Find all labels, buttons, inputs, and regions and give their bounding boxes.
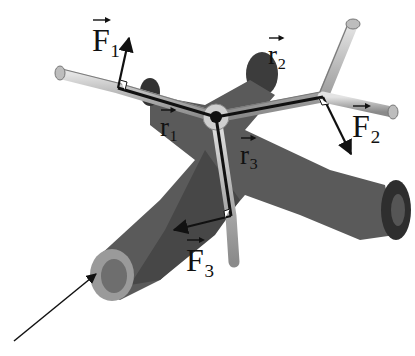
vector-arrow-head bbox=[279, 35, 285, 41]
vector-arrow-head bbox=[199, 237, 205, 243]
vector-arrow-head bbox=[171, 107, 177, 113]
vector-label: r₂ bbox=[268, 34, 286, 69]
wheel bbox=[381, 180, 411, 240]
vector-arrow bbox=[161, 106, 179, 114]
hose-inlet bbox=[90, 249, 134, 301]
vector-arrow-head bbox=[105, 17, 111, 23]
vector-label: F₃ bbox=[186, 236, 215, 276]
wheel-hub bbox=[391, 194, 405, 226]
vector-arrow-head bbox=[251, 135, 257, 141]
vector-label: F₁ bbox=[92, 16, 121, 56]
nozzle bbox=[346, 19, 360, 29]
right-angle-marks bbox=[120, 80, 329, 218]
vector-arrow bbox=[269, 34, 287, 42]
nozzle bbox=[55, 66, 65, 80]
pointer-arrow bbox=[14, 274, 96, 341]
vector-label: r₃ bbox=[240, 134, 258, 169]
hose-inlet-hole bbox=[101, 259, 127, 293]
vector-label: F₂ bbox=[352, 102, 381, 142]
force-vectors bbox=[118, 38, 351, 230]
vector-arrow bbox=[353, 102, 373, 110]
vector-arrow bbox=[241, 134, 259, 142]
arm-tubes bbox=[62, 26, 392, 262]
vector-arrow bbox=[187, 236, 207, 244]
vector-label: r₁ bbox=[160, 106, 178, 141]
sprinkler-base bbox=[95, 80, 395, 300]
vector-arrow bbox=[93, 16, 113, 24]
nozzle bbox=[388, 105, 398, 119]
radius-vectors bbox=[118, 88, 323, 216]
pivot-dot bbox=[210, 111, 222, 123]
vector-arrow-head bbox=[365, 103, 371, 109]
